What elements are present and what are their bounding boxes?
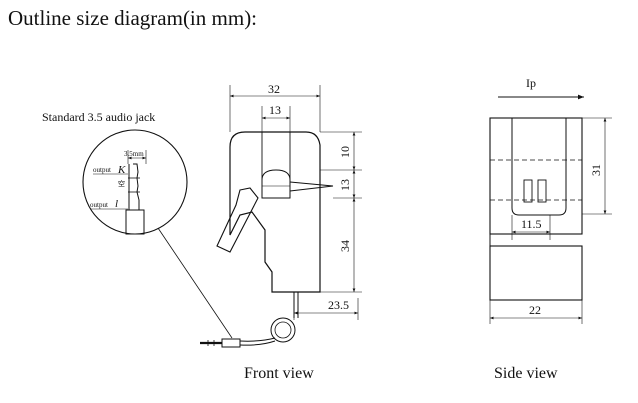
dim-10: 10 [338,146,352,158]
lower-body [489,245,583,301]
audio-plug [221,338,241,348]
jack-label: Standard 3.5 audio jack [42,110,155,124]
clamp-lever [216,187,259,253]
dim-13-top: 13 [269,103,281,117]
dim-22: 22 [529,303,541,317]
dim-31: 31 [589,164,603,176]
diagram-title: Outline size diagram(in mm): [8,6,258,30]
dim-23-5: 23.5 [328,298,349,312]
mid-mark: 空 [118,179,125,188]
jack-detail: Standard 3.5 audio jack 3.5mm output K 空… [42,110,233,339]
l-letter: l [115,198,118,210]
output-l-label: output [90,201,108,209]
dim-13-side: 13 [338,179,352,191]
front-view-caption: Front view [244,365,314,382]
clamp-housing [229,131,321,293]
side-view: Ip 31 11.5 22 Side view [489,76,612,382]
k-letter: K [117,164,126,176]
jack-detail-circle [82,129,188,235]
output-k-label: output [93,166,111,174]
dim-34: 34 [338,240,352,252]
clamp-block [489,117,583,235]
jack-size-label: 3.5mm [124,150,144,158]
ip-label: Ip [526,76,536,90]
leader-line [157,227,233,339]
side-view-caption: Side view [494,365,558,382]
front-view: 32 13 10 13 34 23.5 Front view [200,82,362,382]
dim-11-5: 11.5 [521,217,542,231]
dim-32: 32 [268,82,280,96]
